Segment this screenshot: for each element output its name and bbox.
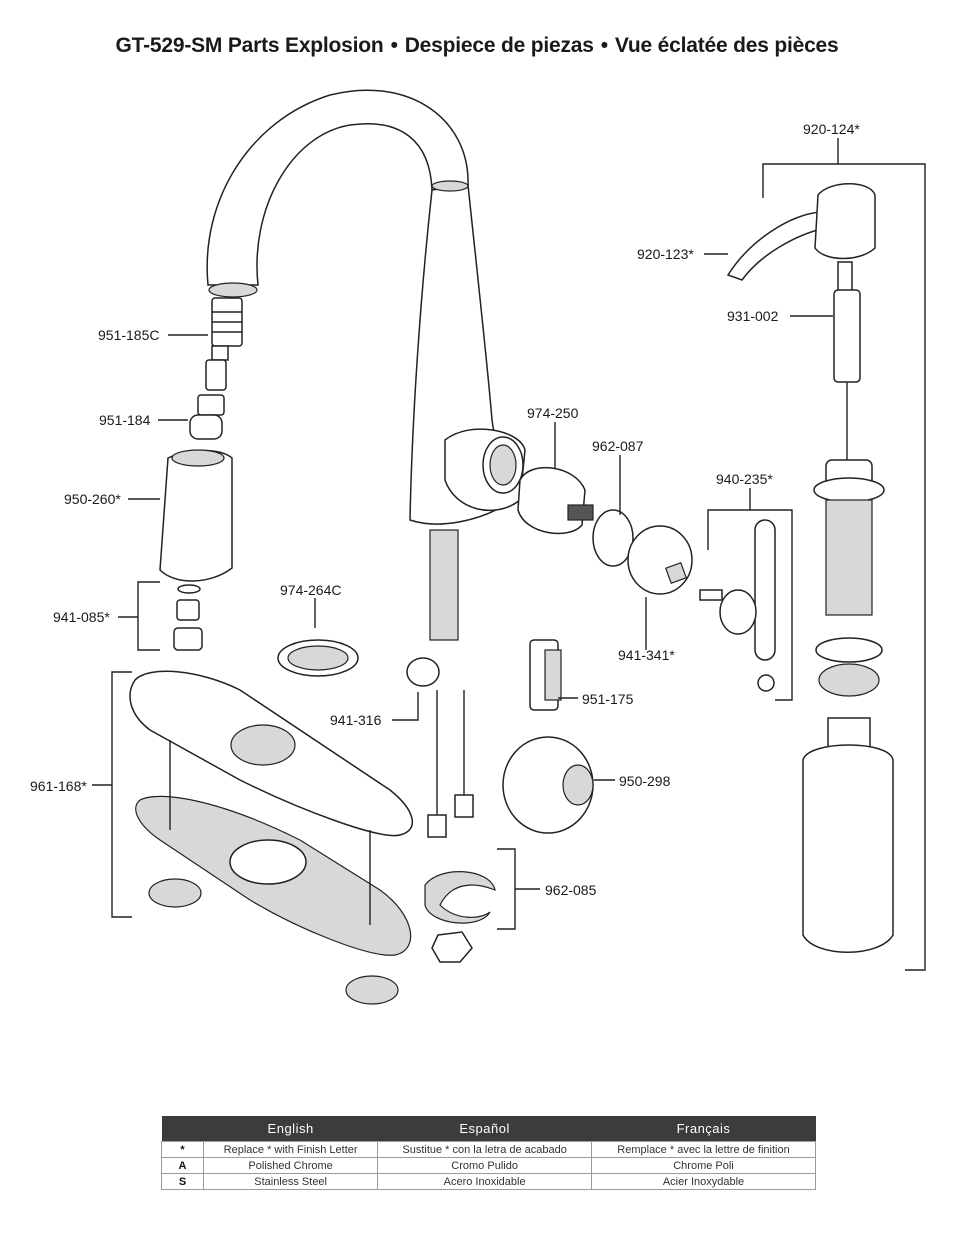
faucet-body bbox=[206, 89, 526, 525]
title-french: Vue éclatée des pièces bbox=[614, 34, 839, 57]
legend-english: Replace * with Finish Letter bbox=[202, 1141, 379, 1158]
legend-key: * bbox=[161, 1141, 204, 1158]
legend-spanish: Acero Inoxidable bbox=[377, 1173, 592, 1190]
title-english: GT-529-SM Parts Explosion bbox=[115, 34, 384, 57]
legend-key: S bbox=[161, 1173, 204, 1190]
page-title: GT-529-SM Parts Explosion • Despiece de pi… bbox=[0, 34, 954, 58]
part-label-962-085: 962-085 bbox=[545, 882, 597, 898]
legend-french: Chrome Poli bbox=[591, 1157, 816, 1174]
side-sprayer bbox=[699, 519, 776, 692]
legend-spanish: Sustitue * con la letra de acabado bbox=[377, 1141, 592, 1158]
legend-header-french: Français bbox=[591, 1116, 816, 1142]
part-label-974-264c: 974-264C bbox=[280, 582, 342, 598]
legend-header-row: English Español Français bbox=[161, 1116, 816, 1142]
table-row: A Polished Chrome Cromo Pulido Chrome Po… bbox=[161, 1157, 816, 1174]
legend-header-english: English bbox=[203, 1116, 378, 1142]
title-separator: • bbox=[390, 34, 398, 57]
misc-parts bbox=[277, 639, 594, 963]
handle-parts bbox=[406, 466, 693, 711]
part-label-961-168: 961-168* bbox=[30, 778, 87, 794]
legend-english: Stainless Steel bbox=[202, 1173, 379, 1190]
legend-key: A bbox=[161, 1157, 204, 1174]
legend-header-key bbox=[161, 1116, 204, 1142]
spray-head-parts bbox=[159, 297, 243, 651]
parts-explosion-diagram: 920-124* 920-123* 931-002 951-185C 951-1… bbox=[30, 89, 926, 1005]
legend-english: Polished Chrome bbox=[202, 1157, 379, 1174]
part-label-951-175: 951-175 bbox=[582, 691, 634, 707]
part-label-950-260: 950-260* bbox=[64, 491, 121, 507]
finish-legend-table: English Español Français * Replace * wit… bbox=[161, 1116, 816, 1190]
legend-header-spanish: Español bbox=[377, 1116, 592, 1142]
part-label-931-002: 931-002 bbox=[727, 308, 779, 324]
part-label-974-250: 974-250 bbox=[527, 405, 579, 421]
supply-hoses bbox=[427, 529, 474, 838]
title-separator: • bbox=[600, 34, 608, 57]
part-label-950-298: 950-298 bbox=[619, 773, 671, 789]
table-row: * Replace * with Finish Letter Sustitue … bbox=[161, 1141, 816, 1158]
part-labels: 920-124* 920-123* 931-002 951-185C 951-1… bbox=[30, 121, 860, 898]
part-label-951-185c: 951-185C bbox=[98, 327, 160, 343]
legend-french: Acier Inoxydable bbox=[591, 1173, 816, 1190]
part-label-962-087: 962-087 bbox=[592, 438, 644, 454]
deck-plate bbox=[129, 670, 414, 1005]
part-label-941-085: 941-085* bbox=[53, 609, 110, 625]
part-label-940-235: 940-235* bbox=[716, 471, 773, 487]
part-label-951-184: 951-184 bbox=[99, 412, 151, 428]
part-label-920-124: 920-124* bbox=[803, 121, 860, 137]
leader-lines bbox=[92, 138, 926, 971]
part-label-941-316: 941-316 bbox=[330, 712, 382, 728]
legend-spanish: Cromo Pulido bbox=[377, 1157, 592, 1174]
table-row: S Stainless Steel Acero Inoxidable Acier… bbox=[161, 1173, 816, 1190]
part-label-941-341: 941-341* bbox=[618, 647, 675, 663]
part-label-920-123: 920-123* bbox=[637, 246, 694, 262]
soap-dispenser bbox=[726, 183, 894, 953]
legend-french: Remplace * avec la lettre de finition bbox=[591, 1141, 816, 1158]
title-spanish: Despiece de piezas bbox=[404, 34, 594, 57]
